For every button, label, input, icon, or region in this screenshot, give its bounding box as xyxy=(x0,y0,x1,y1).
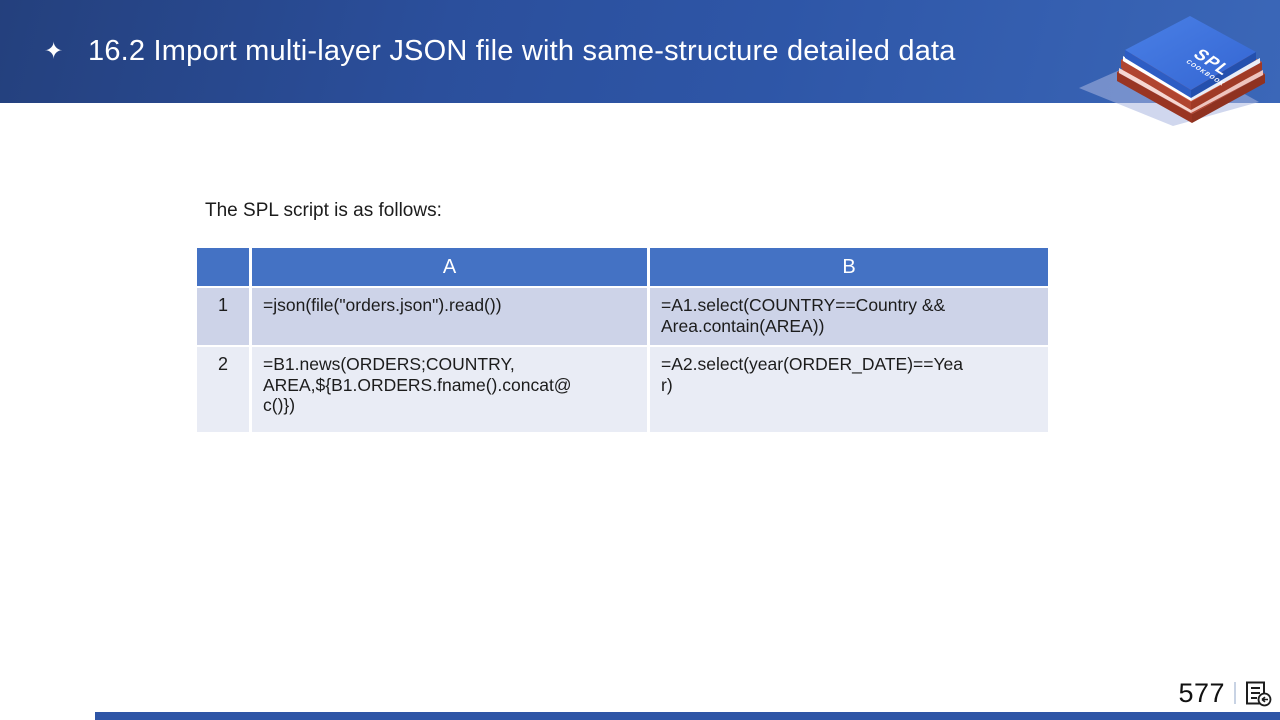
title-bar: ✦ 16.2 Import multi-layer JSON file with… xyxy=(0,0,1280,103)
row-2-number: 2 xyxy=(197,347,249,432)
spl-script-table: A B 1 =json(file("orders.json").read()) … xyxy=(197,248,1048,432)
toc-return-icon[interactable] xyxy=(1245,680,1272,707)
footer-divider xyxy=(1234,682,1236,704)
cell-b2: =A2.select(year(ORDER_DATE)==Yea r) xyxy=(650,347,1048,432)
intro-text: The SPL script is as follows: xyxy=(205,200,442,221)
blue-spl-book: SPL COOKBOOK xyxy=(1125,16,1256,98)
page-number: 577 xyxy=(1178,677,1225,708)
footer: 577 xyxy=(1178,678,1272,708)
column-header-a: A xyxy=(252,248,647,286)
spl-cookbook-logo: SPL COOKBOOK xyxy=(1079,16,1265,126)
cell-a1: =json(file("orders.json").read()) xyxy=(252,288,647,345)
column-header-b: B xyxy=(650,248,1048,286)
pink-pages xyxy=(1119,68,1263,113)
four-point-star-icon: ✦ xyxy=(44,37,64,64)
row-1-number: 1 xyxy=(197,288,249,345)
page-title: 16.2 Import multi-layer JSON file with s… xyxy=(88,34,956,67)
cell-a2: =B1.news(ORDERS;COUNTRY, AREA,${B1.ORDER… xyxy=(252,347,647,432)
white-pages xyxy=(1123,56,1260,101)
cell-b1: =A1.select(COUNTRY==Country && Area.cont… xyxy=(650,288,1048,345)
footer-accent-bar xyxy=(95,712,1280,720)
column-header-corner xyxy=(197,248,249,286)
